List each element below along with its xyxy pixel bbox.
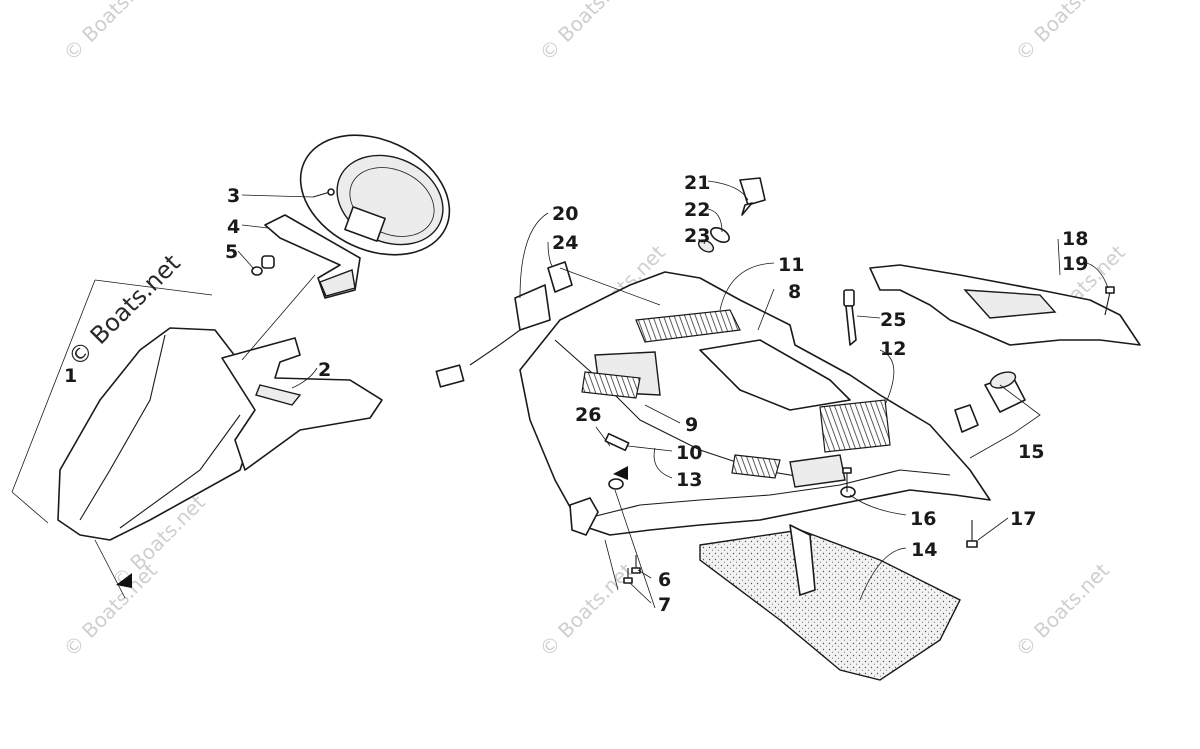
grommet [251, 255, 275, 276]
callout-22: 22 [684, 199, 710, 221]
watermark: © Boats.net [1011, 0, 1114, 66]
callout-1: 1 [64, 365, 77, 387]
ignition-switch [435, 261, 661, 388]
callout-23: 23 [684, 225, 710, 247]
leader-lines-right [519, 180, 1109, 609]
watermark: © Boats.net [535, 558, 638, 661]
watermark: © Boats.net [535, 0, 638, 66]
arrow-marker-icon [116, 573, 132, 588]
callout-12: 12 [880, 338, 906, 360]
pin [604, 432, 630, 452]
watermark: © Boats.net [59, 0, 162, 66]
gauge-assembly [299, 134, 451, 256]
callout-24: 24 [552, 232, 578, 254]
watermark: © Boats.net [1011, 558, 1114, 661]
callout-7: 7 [658, 594, 671, 616]
callout-19: 19 [1062, 253, 1088, 275]
main-body [519, 271, 991, 536]
callout-5: 5 [225, 241, 238, 263]
callout-20: 20 [552, 203, 578, 225]
bracket [264, 214, 361, 299]
callout-16: 16 [910, 508, 936, 530]
callout-18: 18 [1062, 228, 1088, 250]
callouts: 1 2 3 4 5 6 7 8 9 10 11 12 13 14 15 16 1… [64, 172, 1088, 616]
bolt [843, 289, 857, 346]
callout-8: 8 [788, 281, 801, 303]
callout-25: 25 [880, 309, 906, 331]
arrow-marker-icon [613, 466, 628, 480]
callout-21: 21 [684, 172, 710, 194]
callout-6: 6 [658, 569, 671, 591]
ignition-key [697, 177, 766, 253]
floor-mat [699, 524, 961, 681]
callout-9: 9 [685, 414, 698, 436]
power-outlet [954, 371, 1026, 433]
callout-17: 17 [1010, 508, 1036, 530]
leader-lines-left [11, 194, 318, 599]
screw [1104, 286, 1115, 316]
callout-14: 14 [911, 539, 937, 561]
callout-11: 11 [778, 254, 804, 276]
callout-15: 15 [1018, 441, 1044, 463]
callout-2: 2 [318, 359, 331, 381]
callout-3: 3 [227, 185, 240, 207]
callout-26: 26 [575, 404, 601, 426]
console-cover [221, 337, 383, 471]
callout-13: 13 [676, 469, 702, 491]
callout-10: 10 [676, 442, 702, 464]
rear-cover [869, 264, 1141, 346]
callout-4: 4 [227, 216, 240, 238]
fasteners [623, 467, 978, 584]
